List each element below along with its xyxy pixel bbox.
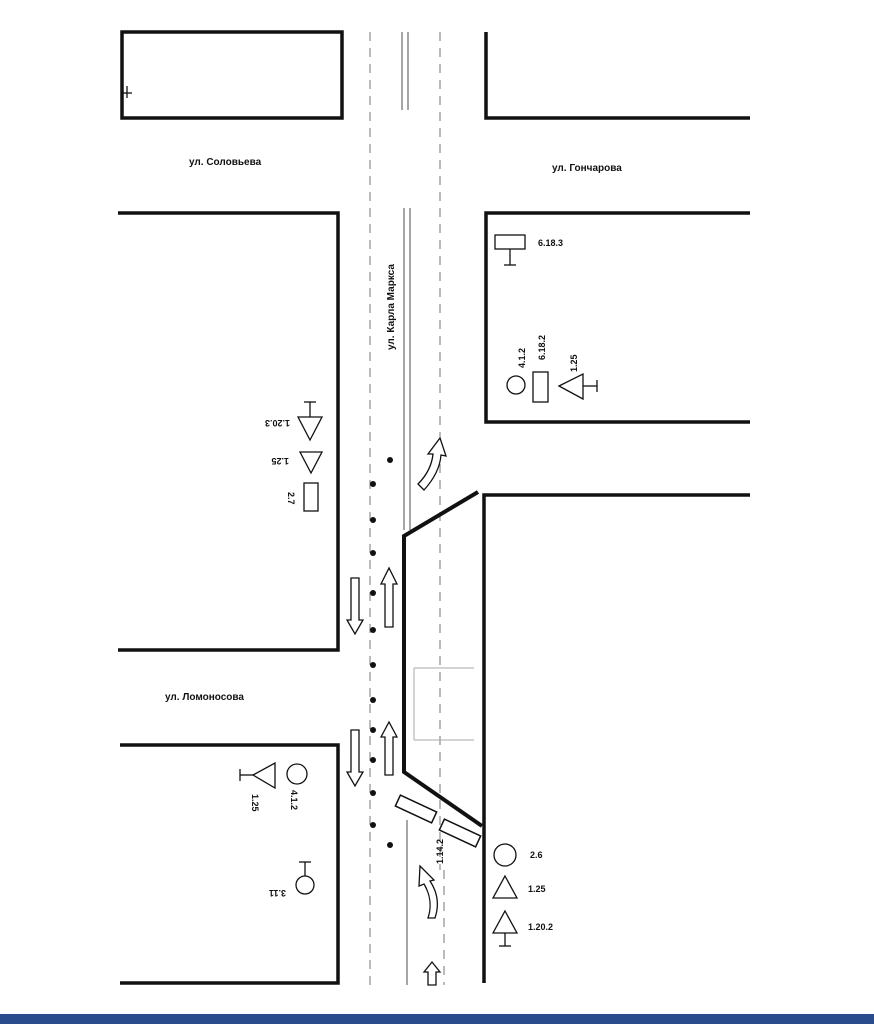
sign-125-left-icon (298, 451, 324, 475)
sign-label-26: 2.6 (530, 850, 543, 860)
traffic-arrows (345, 436, 447, 986)
arrow-up-icon (379, 566, 399, 628)
sign-label-125-top: 1.25 (569, 354, 579, 372)
work-zone-barrier (402, 490, 484, 828)
arrow-down-icon (345, 729, 365, 788)
sign-125-bottom-icon (251, 761, 276, 790)
arrow-down-icon (345, 577, 365, 636)
arrow-up-icon (379, 720, 399, 776)
sign-label-412-top: 4.1.2 (517, 348, 527, 368)
sign-label-125-right: 1.25 (528, 884, 546, 894)
sign-label-311: 3.11 (269, 888, 286, 898)
sign-311-icon (295, 875, 315, 895)
street-label-goncharova: ул. Гончарова (552, 163, 622, 174)
sign-6182-icon (532, 371, 549, 403)
street-label-solovyeva: ул. Соловьева (189, 157, 262, 168)
block-bottom-left (120, 743, 340, 985)
sign-label-1203: 1.20.3 (265, 418, 290, 428)
sign-label-1142: 1.14.2 (435, 839, 445, 864)
sign-glyphs (122, 86, 598, 947)
sign-412-icon (506, 375, 526, 395)
sign-post-icon (122, 86, 132, 98)
block-top-right (484, 32, 750, 120)
arrow-up-icon (422, 960, 442, 986)
block-middle-right (484, 211, 750, 424)
dot (370, 517, 376, 523)
dot (370, 550, 376, 556)
road-markings (369, 32, 445, 985)
block-outlines (118, 30, 750, 985)
dot (370, 627, 376, 633)
block-top-left (120, 30, 344, 120)
sign-label-412-bottom: 4.1.2 (289, 790, 299, 810)
dot (370, 590, 376, 596)
street-label-lomonosova: ул. Ломоносова (165, 692, 244, 703)
dot (370, 481, 376, 487)
block-middle-left (118, 211, 340, 652)
sign-label-27: 2.7 (286, 492, 296, 505)
sign-26-icon (493, 843, 517, 867)
pedestrian-dots (370, 457, 393, 848)
sign-label-1202: 1.20.2 (528, 922, 553, 932)
work-zone-inner-rect (413, 667, 474, 741)
sign-1202-icon (491, 909, 519, 934)
dot (370, 697, 376, 703)
dot (387, 842, 393, 848)
sign-125-icon (557, 372, 584, 401)
bottom-bar (0, 1014, 874, 1024)
work-zone (394, 490, 484, 848)
sign-label-6183: 6.18.3 (538, 238, 563, 248)
block-bottom-right (482, 493, 750, 983)
curved-arrow-icon (418, 864, 438, 919)
dot (370, 790, 376, 796)
sign-label-125-bottom: 1.25 (250, 794, 260, 812)
barrier-block-a (394, 794, 438, 824)
sign-label-125-left: 1.25 (271, 456, 289, 466)
street-label-karla-marksa: ул. Карла Маркса (386, 264, 397, 350)
sign-125-right-icon (491, 874, 519, 899)
barrier-block-b (438, 818, 482, 848)
dot (370, 822, 376, 828)
sign-6183-icon (494, 234, 526, 250)
curved-arrow-icon (417, 436, 447, 491)
dot (370, 662, 376, 668)
sign-27-icon (303, 482, 319, 512)
sign-412-bottom-icon (286, 763, 308, 785)
sign-label-6182: 6.18.2 (537, 335, 547, 360)
dot (370, 757, 376, 763)
dot (370, 727, 376, 733)
sign-1203-icon (296, 416, 324, 442)
dot (387, 457, 393, 463)
